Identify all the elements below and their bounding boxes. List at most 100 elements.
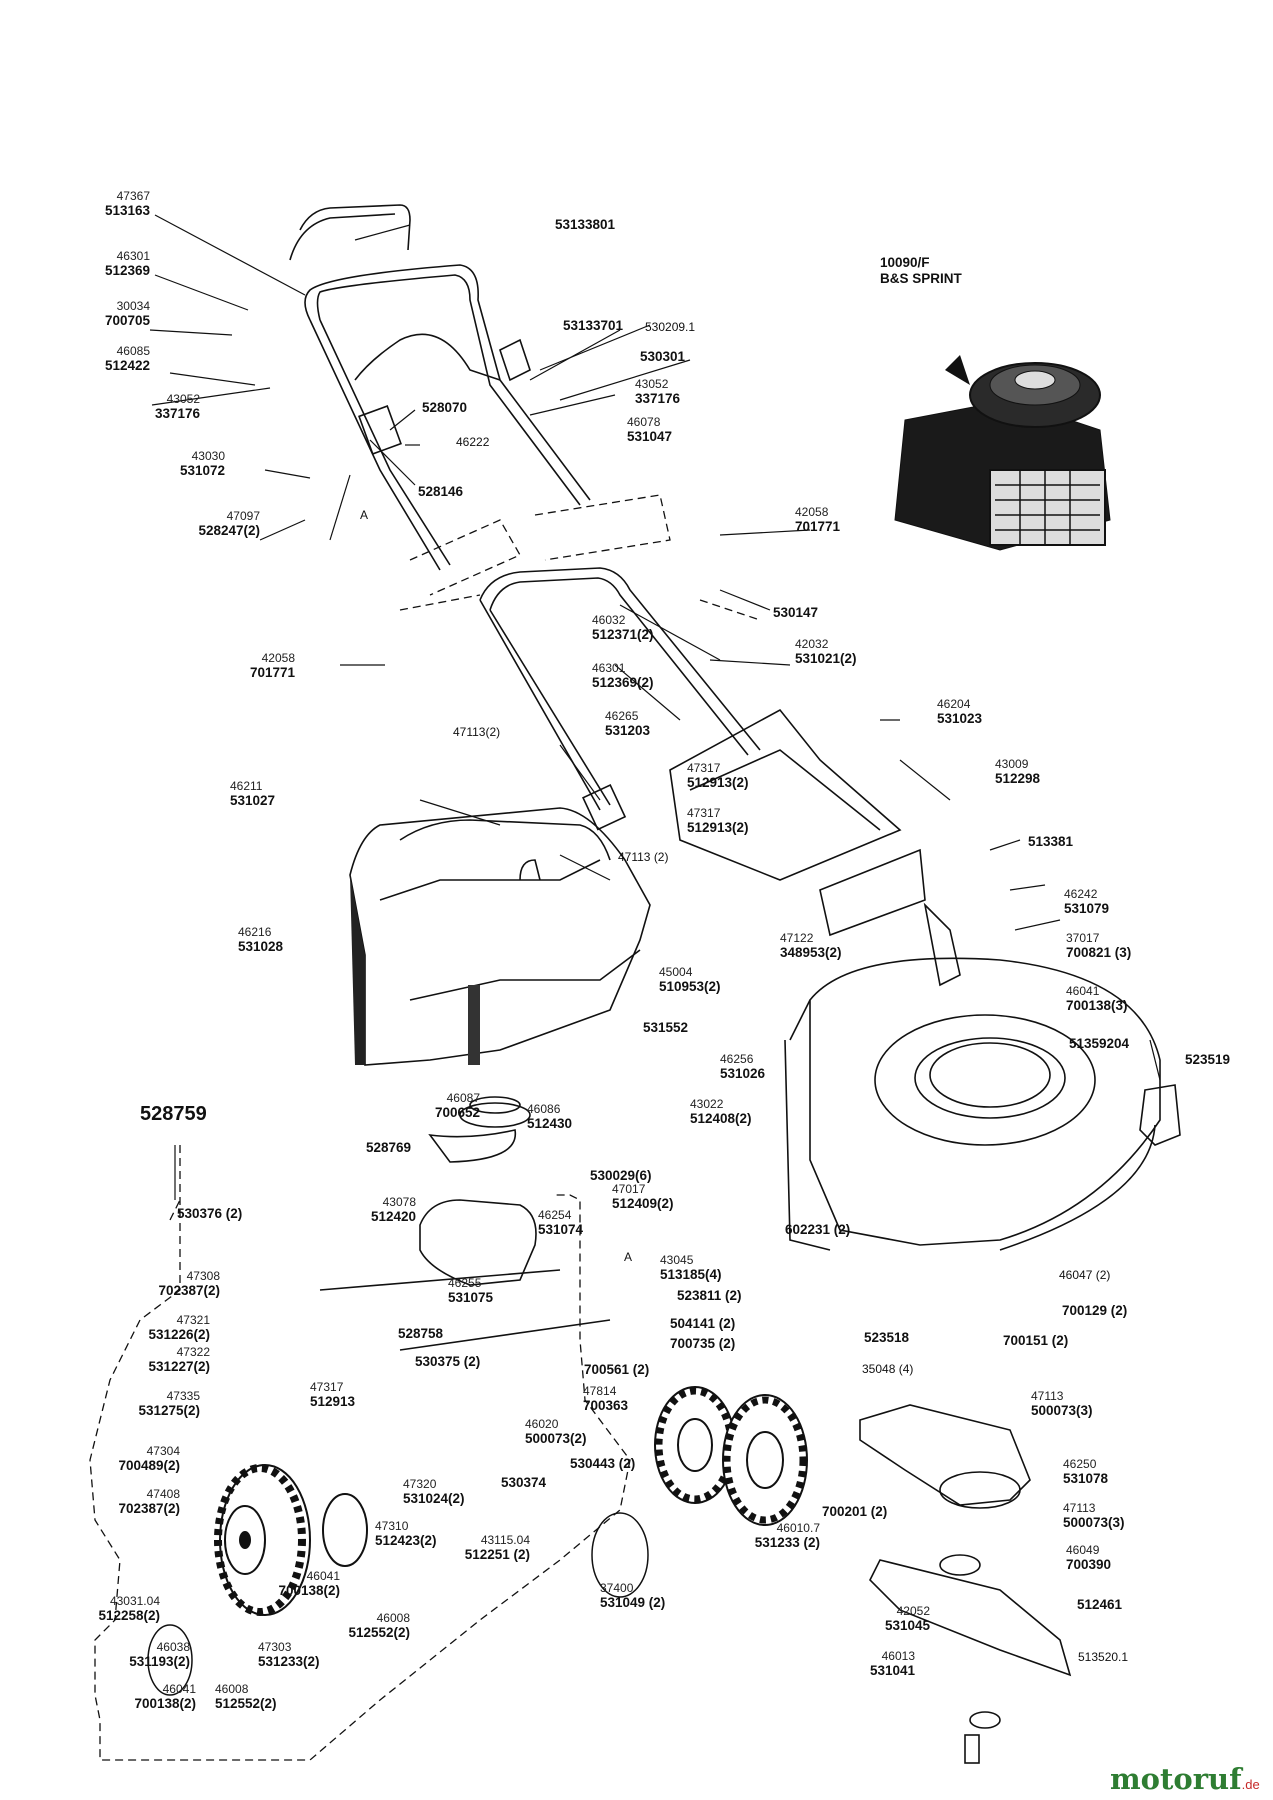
label-513520-1: 513520.1 [1078,1650,1129,1664]
label-700151: 700151 (2) [1003,1333,1069,1348]
side-deflector [1139,1084,1181,1146]
label-700201: 700201 (2) [822,1504,888,1519]
label-530376: 530376 (2) [177,1206,243,1221]
rear-guard [819,848,926,937]
label-A-top: A [360,508,369,522]
label-531552: 531552 [643,1020,689,1035]
engine-block [894,355,1111,551]
label-700735: 700735 (2) [670,1336,736,1351]
hub-cap-left [147,1624,193,1696]
hub-cap-front [591,1512,649,1598]
wheel-cap [322,1493,368,1567]
label-46222: 46222 [456,435,490,449]
label-512461: 512461 [1077,1597,1123,1612]
label-513381: 513381 [1028,834,1074,849]
drive-gearbox [319,1096,611,1351]
grass-bag [349,807,651,1066]
label-530301: 530301 [640,349,686,364]
label-530443: 530443 (2) [570,1456,636,1471]
lower-handle [479,567,761,831]
label-51359204: 51359204 [1069,1036,1130,1051]
label-528070: 528070 [422,400,468,415]
label-A-mid: A [624,1250,633,1264]
label-530209-1: 530209.1 [645,320,696,334]
label-35048: 35048 (4) [862,1362,914,1376]
label-53133801: 53133801 [555,217,616,232]
front-wheel-1 [654,1386,736,1504]
label-53133701: 53133701 [563,318,624,333]
mower-deck [784,957,1161,1251]
label-700129: 700129 (2) [1062,1303,1128,1318]
label-602231: 602231 (2) [785,1222,851,1237]
front-wheel-2 [722,1394,808,1526]
assembly-label: 528759 [140,1103,207,1125]
label-530147: 530147 [773,605,819,620]
label-523811: 523811 (2) [677,1288,742,1303]
label-523519: 523519 [1185,1052,1231,1067]
label-504141: 504141 (2) [670,1316,736,1331]
label-528146: 528146 [418,484,464,499]
label-528769: 528769 [366,1140,412,1155]
blade-assembly [859,1404,1072,1764]
label-528758: 528758 [398,1326,444,1341]
rear-flap [669,708,902,881]
label-47113-2a: 47113(2) [453,725,501,739]
dashed-guide [409,519,521,596]
upper-handle [289,204,591,571]
